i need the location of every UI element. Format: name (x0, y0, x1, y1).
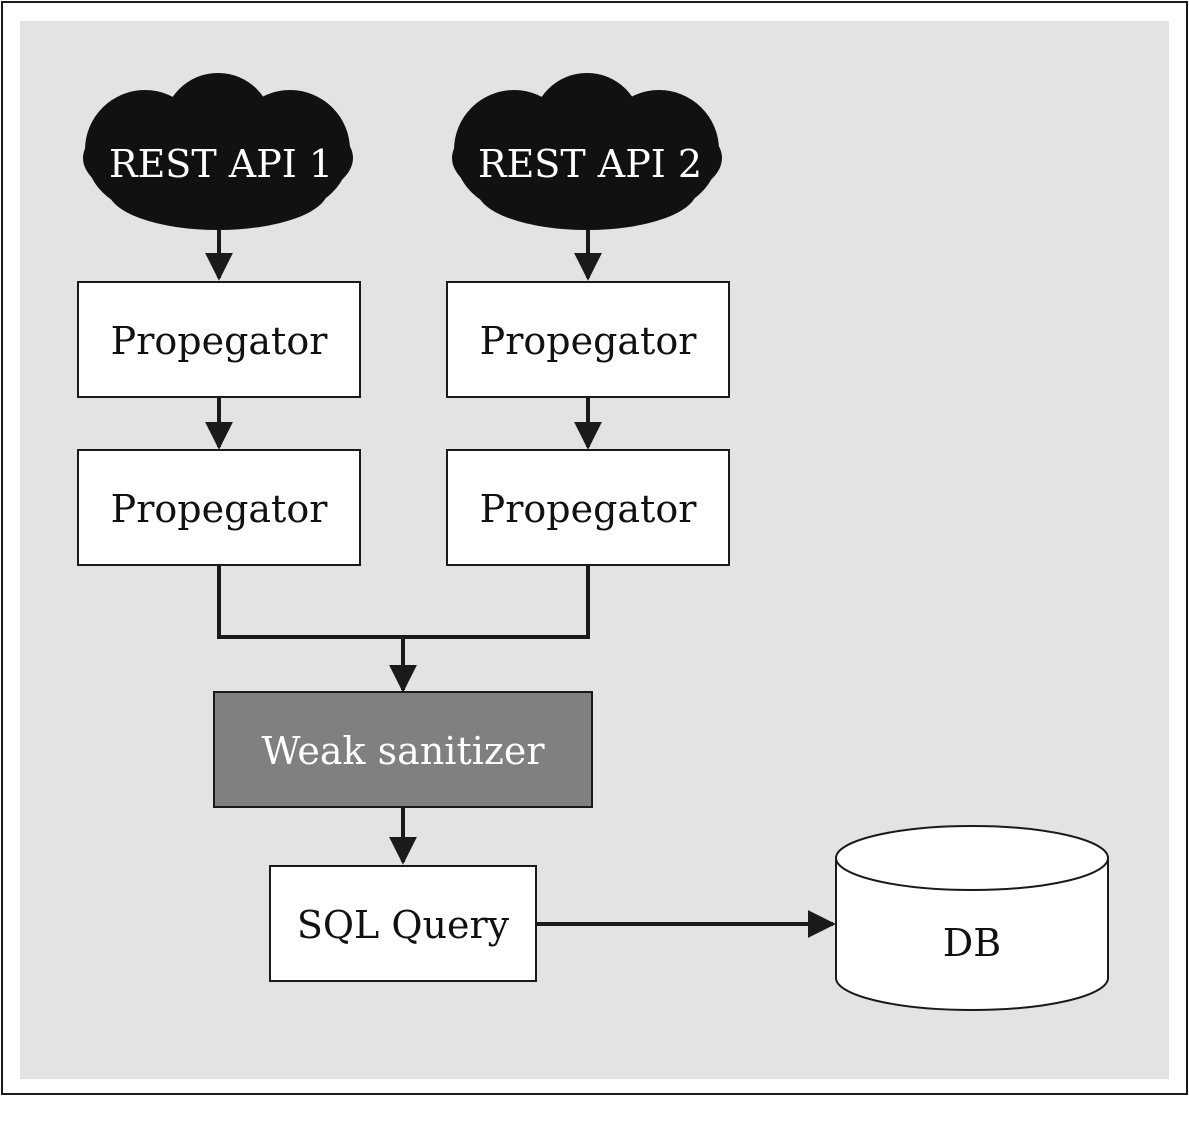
propagator-1-label: Propegator (111, 319, 329, 363)
rest-api-2-label: REST API 2 (478, 142, 702, 186)
rest-api-1-label: REST API 1 (109, 142, 333, 186)
rest-api-2-cloud: REST API 2 (452, 73, 722, 230)
propagator-box-4: Propegator (446, 449, 730, 566)
sql-query-label: SQL Query (297, 903, 510, 947)
rest-api-1-cloud: REST API 1 (83, 73, 353, 230)
sql-query-box: SQL Query (269, 865, 537, 982)
database-label: DB (943, 921, 1001, 965)
propagator-2-label: Propegator (111, 487, 329, 531)
database-cylinder: DB (835, 825, 1109, 1011)
sanitizer-box: Weak sanitizer (213, 691, 593, 808)
propagator-3-label: Propegator (480, 319, 698, 363)
propagator-box-1: Propegator (77, 281, 361, 398)
sanitizer-label: Weak sanitizer (261, 729, 545, 773)
propagator-4-label: Propegator (480, 487, 698, 531)
propagator-box-3: Propegator (446, 281, 730, 398)
propagator-box-2: Propegator (77, 449, 361, 566)
